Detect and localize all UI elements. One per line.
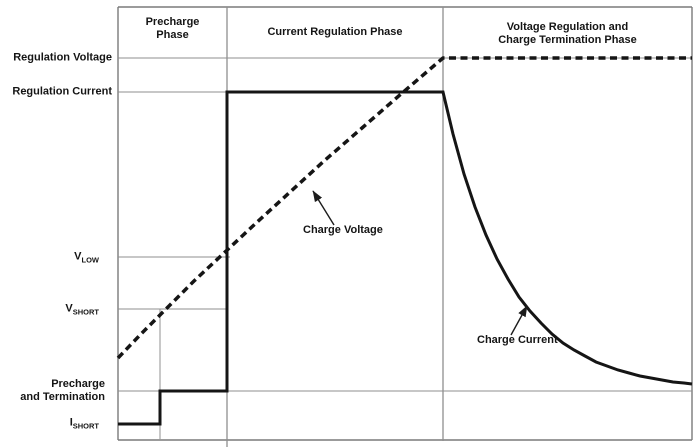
phase-header-precharge-line1: Precharge bbox=[145, 16, 200, 28]
ylabel-vlow-sub: LOW bbox=[81, 255, 100, 265]
phase-header-precharge: Precharge Phase bbox=[118, 16, 227, 42]
ylabel-ishort-sub: SHORT bbox=[72, 421, 99, 431]
charge-current-arrow bbox=[510, 305, 528, 336]
ylabel-precharge-termination-line2: and Termination bbox=[20, 391, 105, 403]
charge-voltage-arrow bbox=[312, 190, 335, 226]
ylabel-vlow: VLOW bbox=[74, 251, 99, 264]
ylabel-regulation-voltage: Regulation Voltage bbox=[13, 51, 112, 64]
ylabel-regulation-current: Regulation Current bbox=[12, 85, 112, 98]
phase-header-precharge-line2: Phase bbox=[156, 29, 189, 41]
phase-header-voltage-regulation: Voltage Regulation and Charge Terminatio… bbox=[443, 21, 692, 47]
ylabel-precharge-termination-line1: Precharge bbox=[51, 378, 105, 390]
ylabel-ishort-base: I bbox=[69, 416, 73, 429]
ylabel-precharge-termination: Precharge and Termination bbox=[20, 378, 105, 404]
phase-header-voltage-regulation-line1: Voltage Regulation and bbox=[506, 21, 629, 33]
ylabel-ishort: ISHORT bbox=[70, 417, 99, 430]
ylabel-vshort-base: V bbox=[65, 302, 73, 315]
charge-current-curve bbox=[118, 90, 693, 426]
phase-header-voltage-regulation-line2: Charge Termination Phase bbox=[498, 34, 637, 46]
ylabel-vshort-sub: SHORT bbox=[72, 307, 99, 317]
phase-header-current-regulation-line1: Current Regulation Phase bbox=[267, 26, 403, 38]
ylabel-vshort: VSHORT bbox=[65, 303, 99, 316]
annotation-charge-voltage: Charge Voltage bbox=[303, 224, 383, 236]
ylabel-vlow-base: V bbox=[74, 250, 82, 263]
annotation-charge-current: Charge Current bbox=[477, 334, 558, 346]
phase-header-current-regulation: Current Regulation Phase bbox=[227, 26, 443, 39]
charge-voltage-curve bbox=[116, 56, 692, 360]
